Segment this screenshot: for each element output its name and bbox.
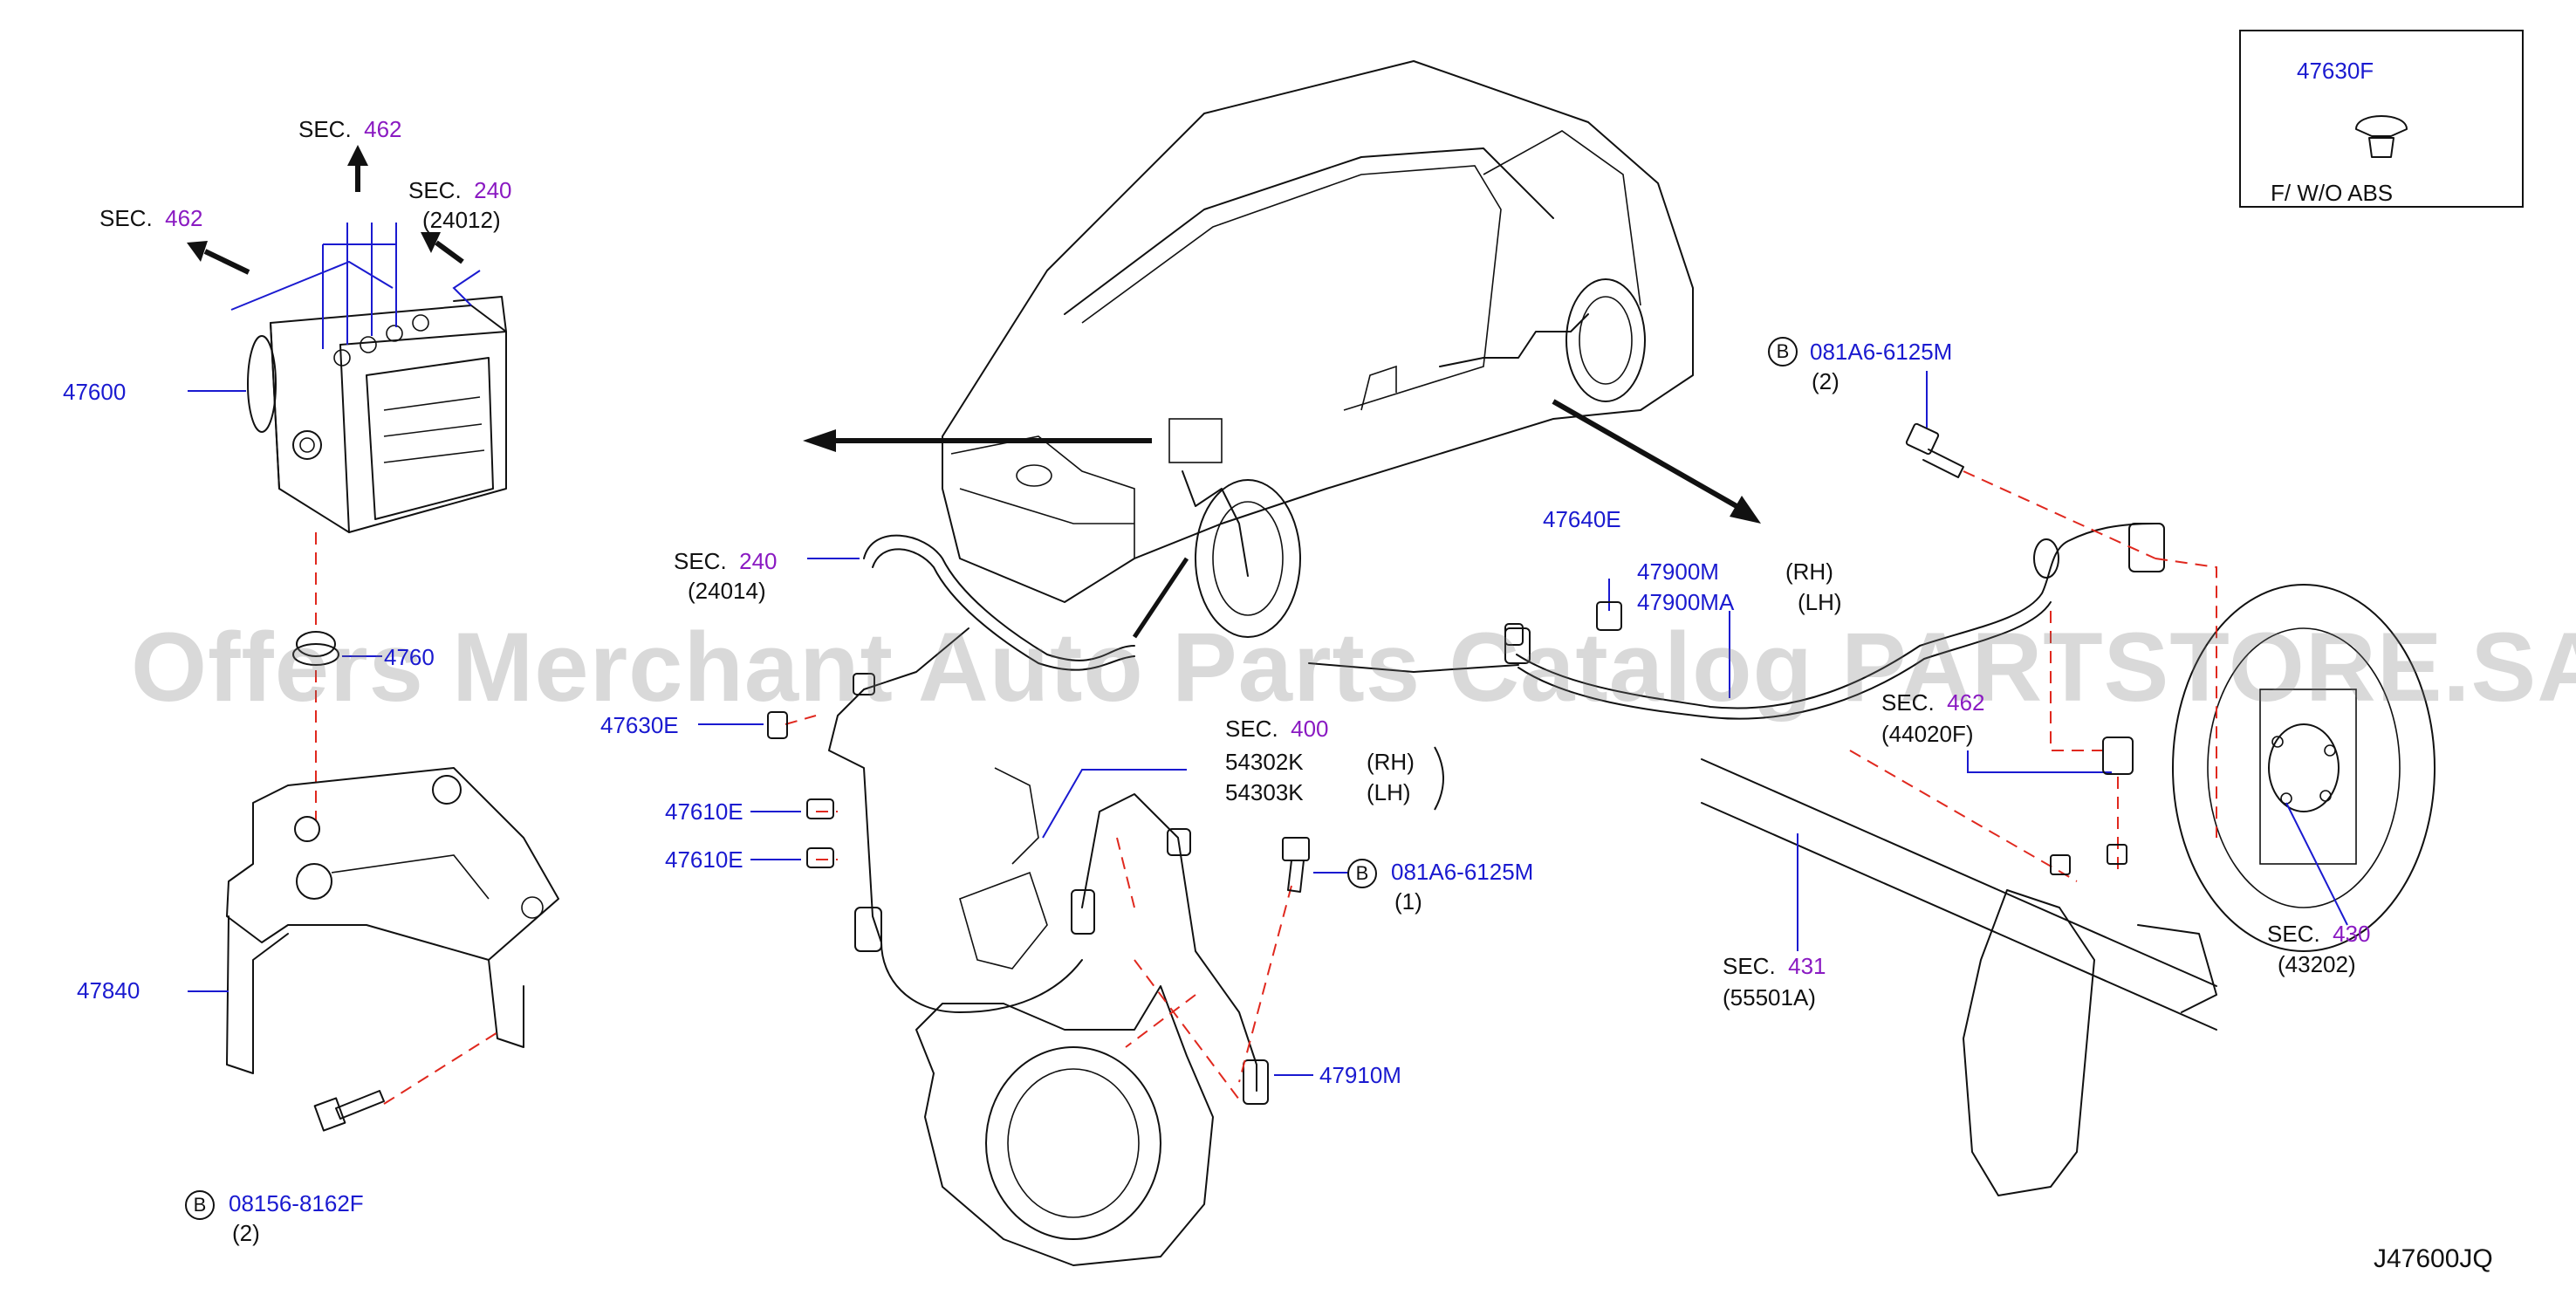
sec-label-462-top: SEC. 462 — [298, 116, 402, 142]
clip-47610E-a-drawing[interactable] — [806, 798, 834, 819]
sec-sub-43202: (43202) — [2278, 951, 2356, 977]
part-47630F[interactable]: 47630F — [2297, 58, 2374, 84]
bolt-drawing-2[interactable] — [1282, 837, 1310, 893]
part-54302K[interactable]: 54302K — [1225, 749, 1304, 775]
sec-sub-24014: (24014) — [688, 578, 766, 604]
part-081A6-6125M-2[interactable]: 081A6-6125M — [1810, 339, 1953, 365]
sec-number-462-right[interactable]: 462 — [1947, 689, 1985, 716]
callout-b-1: B — [185, 1190, 215, 1220]
sec-number-240-top[interactable]: 240 — [474, 177, 512, 203]
abs-actuator-drawing[interactable] — [247, 296, 507, 533]
knuckle-drawing — [915, 767, 1214, 1266]
sec-label-462-right: SEC. 462 — [1881, 689, 1985, 716]
clip-47630E-drawing[interactable] — [767, 711, 788, 739]
sec-label-430: SEC. 430 — [2267, 921, 2371, 947]
part-47610E-b[interactable]: 47610E — [665, 846, 743, 873]
sec-sub-44020F: (44020F) — [1881, 721, 1974, 747]
part-47900M-side: (RH) — [1785, 558, 1833, 585]
part-4760[interactable]: 4760 — [384, 644, 435, 670]
arrow-sec-462-left — [187, 241, 250, 275]
callout-b-3: B — [1768, 337, 1798, 367]
sec-label-240-mid: SEC. 240 — [674, 548, 778, 574]
part-47640E[interactable]: 47640E — [1543, 506, 1621, 532]
clip-47640E-drawing[interactable] — [1596, 601, 1622, 631]
arrow-sec-462-top — [347, 145, 368, 192]
inset-plug-drawing — [2355, 115, 2408, 158]
sec-number-431[interactable]: 431 — [1788, 953, 1826, 979]
sec-number-400[interactable]: 400 — [1291, 716, 1329, 742]
part-47910M[interactable]: 47910M — [1319, 1062, 1401, 1088]
bracket-brace — [1434, 746, 1444, 811]
part-54303K[interactable]: 54303K — [1225, 779, 1304, 805]
sec-number-462-top[interactable]: 462 — [364, 116, 402, 142]
part-54302K-side: (RH) — [1367, 749, 1415, 775]
arrow-to-actuator — [803, 429, 1152, 452]
sec-label-400: SEC. 400 — [1225, 716, 1329, 742]
sec-label-431: SEC. 431 — [1723, 953, 1826, 979]
sec-sub-55501A: (55501A) — [1723, 984, 1816, 1011]
part-47630E[interactable]: 47630E — [600, 712, 679, 738]
watermark: Offers Merchant Auto Parts Catalog PARTS… — [131, 613, 2576, 722]
part-081A6-6125M-1[interactable]: 081A6-6125M — [1391, 859, 1534, 885]
brake-backing-plate-drawing — [2172, 584, 2436, 952]
part-47900MA-side: (LH) — [1798, 589, 1842, 615]
sec-label-462-left: SEC. 462 — [99, 205, 203, 231]
bolt-drawing-3[interactable] — [1905, 422, 1964, 478]
part-47600[interactable]: 47600 — [63, 379, 127, 405]
clip-47610E-b-drawing[interactable] — [806, 847, 834, 868]
front-harness-drawing[interactable] — [828, 534, 1135, 1013]
part-47900M[interactable]: 47900M — [1637, 558, 1719, 585]
qty-081A6-6125M-1: (1) — [1394, 888, 1422, 915]
part-47900MA[interactable]: 47900MA — [1637, 589, 1735, 615]
bolt-drawing-1[interactable] — [313, 1090, 385, 1132]
rear-harness-drawing[interactable] — [1308, 523, 2165, 720]
sec-number-430[interactable]: 430 — [2333, 921, 2371, 947]
sec-number-240-mid[interactable]: 240 — [739, 548, 778, 574]
part-08156-8162F[interactable]: 08156-8162F — [229, 1190, 364, 1216]
bracket-drawing[interactable] — [226, 767, 559, 1074]
sec-sub-24012: (24012) — [422, 207, 501, 233]
inset-box — [2239, 30, 2524, 208]
grommet-drawing[interactable] — [292, 631, 382, 666]
callout-b-2: B — [1347, 859, 1377, 888]
vehicle-drawing — [942, 60, 1694, 638]
sec-number-462-left[interactable]: 462 — [165, 205, 203, 231]
part-47840[interactable]: 47840 — [77, 977, 140, 1004]
qty-081A6-6125M-2: (2) — [1812, 368, 1840, 394]
front-sensor-drawing[interactable] — [1071, 793, 1269, 1105]
arrow-sec-240-top — [421, 232, 464, 264]
sec-label-240-top: SEC. 240 — [408, 177, 512, 203]
rear-axle-drawing — [1701, 758, 2217, 1196]
arrow-to-rear — [1552, 399, 1761, 524]
diagram-id: J47600JQ — [2374, 1244, 2493, 1273]
inset-note: F/ W/O ABS — [2271, 180, 2394, 206]
qty-08156-8162F: (2) — [232, 1220, 260, 1246]
part-47610E-a[interactable]: 47610E — [665, 798, 743, 825]
part-54303K-side: (LH) — [1367, 779, 1411, 805]
